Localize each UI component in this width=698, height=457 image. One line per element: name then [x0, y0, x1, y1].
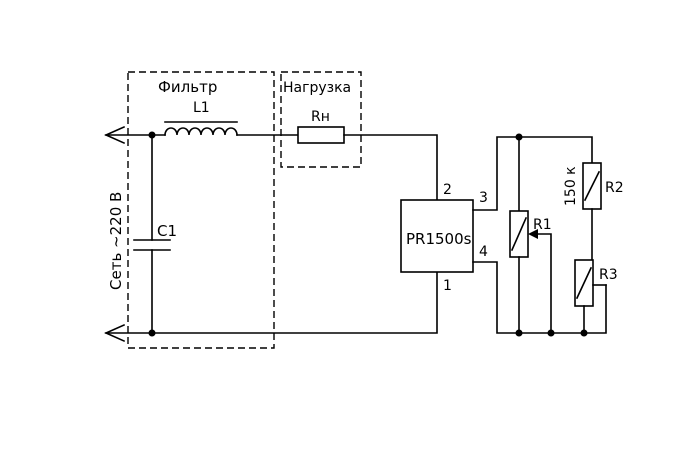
- junction-dot: [515, 133, 523, 141]
- label-mains: Сеть ~220 В: [107, 192, 125, 290]
- junction-dot: [580, 329, 588, 337]
- chip-pr1500s: [400, 199, 474, 273]
- label-c1: C1: [157, 222, 177, 240]
- r2-slash: [583, 170, 601, 202]
- label-pin2: 2: [443, 182, 452, 198]
- label-rn: Rн: [311, 109, 330, 125]
- r1-slash: [510, 216, 528, 252]
- inductor-l1: [164, 127, 238, 136]
- label-pin3: 3: [479, 190, 488, 206]
- junction-dot: [148, 131, 156, 139]
- filter-box: [127, 71, 275, 349]
- label-l1: L1: [193, 100, 210, 116]
- label-load: Нагрузка: [283, 80, 351, 96]
- wire-rn-chip: [343, 134, 438, 201]
- load-box: [280, 71, 362, 168]
- label-filter: Фильтр: [158, 78, 217, 96]
- wire-pin4: [472, 261, 607, 334]
- r1-arrowhead: [528, 229, 538, 239]
- junction-dot: [547, 329, 555, 337]
- label-pin4: 4: [479, 244, 488, 260]
- wire-bottom: [105, 271, 438, 334]
- junction-dot: [148, 329, 156, 337]
- label-r2-value: 150 к: [563, 166, 579, 206]
- r1-wiper-arrow: [533, 233, 552, 334]
- label-chip: PR1500s: [406, 230, 472, 248]
- r3-slash: [575, 266, 593, 300]
- label-r2: R2: [605, 180, 624, 196]
- label-r3: R3: [599, 267, 618, 283]
- wire-pin3: [472, 136, 593, 211]
- junction-dot: [515, 329, 523, 337]
- label-pin1: 1: [443, 278, 452, 294]
- resistor-rn: [297, 126, 345, 144]
- label-r1: R1: [533, 217, 552, 233]
